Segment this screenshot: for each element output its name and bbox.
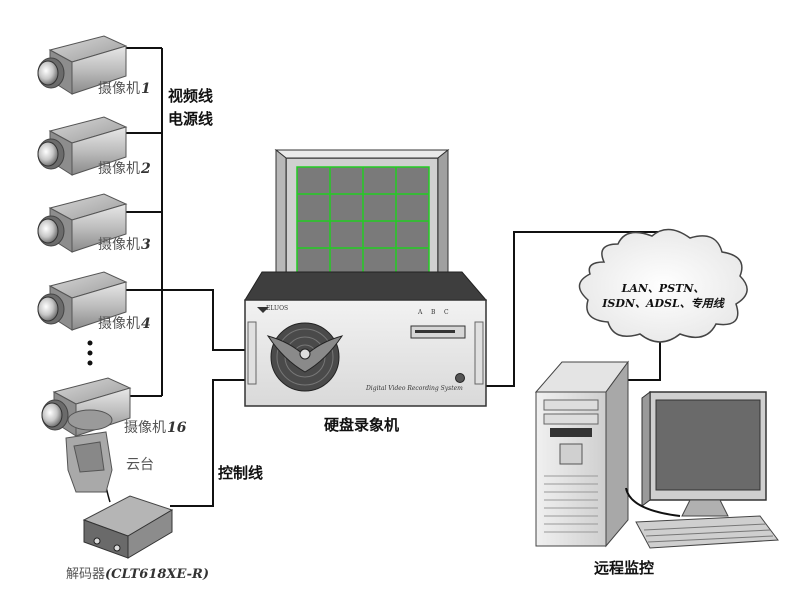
remote-monitoring-caption: 远程监控 bbox=[594, 559, 655, 577]
decoder-label: 解码器(CLT618XE-R) bbox=[66, 568, 209, 581]
camera-1-number: 1 bbox=[141, 81, 151, 97]
decoder-model: (CLT618XE-R) bbox=[105, 567, 209, 582]
ptz-mount bbox=[65, 409, 113, 493]
camera-2-number: 2 bbox=[141, 161, 151, 177]
camera-2-label-text: 摄像机 bbox=[98, 161, 140, 177]
camera-4 bbox=[37, 271, 128, 331]
decoder-label-text: 解码器 bbox=[66, 567, 106, 582]
network-cloud bbox=[578, 228, 748, 343]
dvr-unit bbox=[244, 271, 488, 407]
camera-16-number: 16 bbox=[167, 420, 187, 436]
camera-1 bbox=[37, 35, 128, 95]
more-cameras-dots bbox=[87, 340, 93, 366]
camera-16-label: 摄像机16 bbox=[124, 421, 186, 435]
dvr-panel-text: Digital Video Recording System bbox=[366, 385, 463, 392]
network-label: LAN、PSTN、 ISDN、ADSL、专用线 bbox=[588, 281, 738, 311]
network-label-line-2: ISDN、ADSL、专用线 bbox=[602, 297, 724, 310]
dvr-brand: ELUOS bbox=[266, 305, 289, 312]
video-cable-label: 视频线 bbox=[168, 87, 214, 105]
ptz-label: 云台 bbox=[126, 457, 154, 473]
dvr-button-c: C bbox=[444, 309, 449, 316]
camera-3-number: 3 bbox=[141, 237, 151, 253]
network-label-line-1: LAN、PSTN、 bbox=[621, 282, 705, 295]
camera-4-label-text: 摄像机 bbox=[98, 316, 140, 332]
camera-1-label-text: 摄像机 bbox=[98, 81, 140, 97]
camera-3-label-text: 摄像机 bbox=[98, 237, 140, 253]
camera-2-label: 摄像机2 bbox=[98, 162, 151, 176]
camera-1-label: 摄像机1 bbox=[98, 82, 151, 96]
dvr-button-b: B bbox=[431, 309, 436, 316]
camera-4-number: 4 bbox=[141, 316, 151, 332]
dvr-monitor bbox=[274, 148, 450, 294]
remote-pc-tower bbox=[534, 360, 629, 548]
dvr-caption: 硬盘录象机 bbox=[324, 416, 400, 434]
camera-4-label: 摄像机4 bbox=[98, 317, 151, 331]
remote-pc-monitor bbox=[625, 391, 779, 549]
camera-16-label-text: 摄像机 bbox=[124, 420, 166, 436]
camera-3-label: 摄像机3 bbox=[98, 238, 151, 252]
decoder-box bbox=[82, 495, 174, 559]
camera-3 bbox=[37, 193, 128, 253]
power-cable-label: 电源线 bbox=[168, 110, 214, 128]
camera-2 bbox=[37, 116, 128, 176]
dvr-button-a: A bbox=[418, 309, 423, 316]
control-cable-label: 控制线 bbox=[218, 464, 264, 482]
